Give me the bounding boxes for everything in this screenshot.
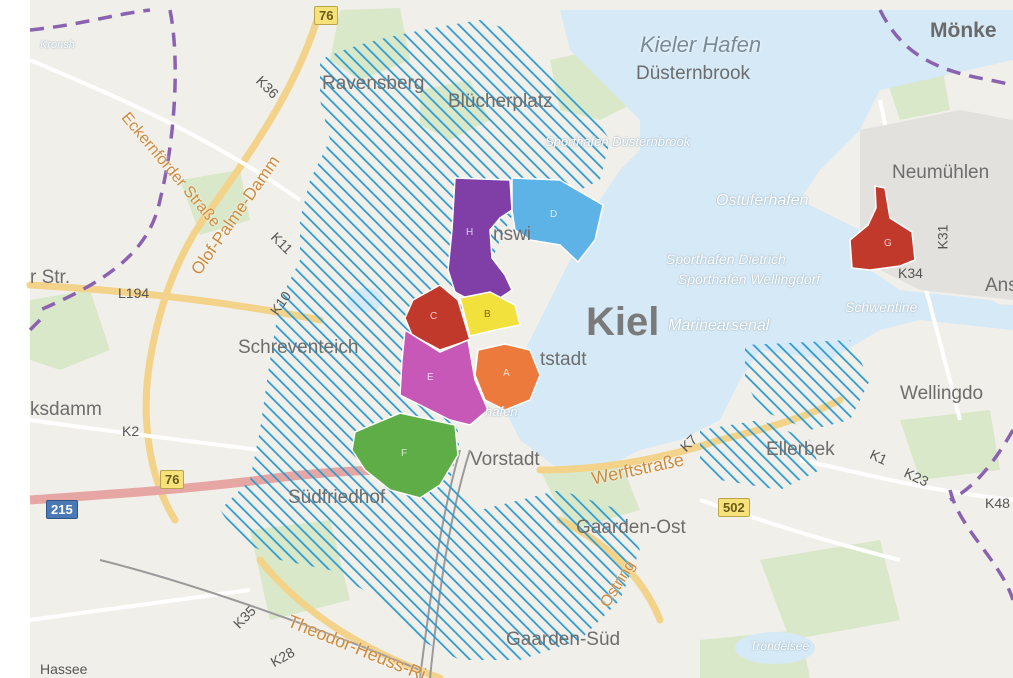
label-kieler-hafen: Kieler Hafen xyxy=(640,32,762,57)
district-d-label: D xyxy=(550,209,558,220)
label-str: r Str. xyxy=(30,267,71,288)
route-shield-76-top: 76 xyxy=(314,6,339,25)
district-c-label: C xyxy=(430,311,438,322)
district-h-polygon xyxy=(447,177,513,301)
label-suedfriedhof: Südfriedhof xyxy=(288,487,386,508)
district-f-label: F xyxy=(401,448,408,459)
label-gaarden-ost: Gaarden-Ost xyxy=(576,517,686,538)
label-hassee: Hassee xyxy=(40,661,88,677)
label-neumuehlen: Neumühlen xyxy=(892,162,990,183)
label-sporthafen-duesternbrook: Sporthafen Düsternbrook xyxy=(545,134,691,149)
district-b-label: B xyxy=(484,309,491,320)
label-ravensberg: Ravensberg xyxy=(322,73,425,94)
troendelsee-lake xyxy=(735,632,815,664)
label-sdamm: ksdamm xyxy=(30,399,102,420)
district-d-polygon xyxy=(511,177,604,264)
district-g-label: G xyxy=(884,238,892,249)
route-shield-502: 502 xyxy=(718,498,750,517)
label-bluecherplatz: Blücherplatz xyxy=(448,91,553,112)
schwentine-river xyxy=(898,293,1013,319)
map-margin xyxy=(0,0,30,678)
label-kiel: Kiel xyxy=(586,300,660,344)
label-brunswik: nswi xyxy=(493,224,532,245)
label-sporthafen-dietrichsdorf: Sporthafen Dietrich xyxy=(666,251,786,267)
kieler-hafen-water xyxy=(500,10,1013,470)
district-f-polygon xyxy=(351,412,459,499)
road-label-l194: L194 xyxy=(118,285,150,301)
label-schwentine: Schwentine xyxy=(845,299,918,315)
label-troendelsee: Tröndelsee xyxy=(750,639,810,653)
label-moenkeberg: Mönke xyxy=(930,19,997,42)
label-altstadt: tstadt xyxy=(540,349,587,370)
route-shield-215: 215 xyxy=(46,500,78,519)
label-ans: Ans xyxy=(985,275,1013,296)
district-a-label: A xyxy=(503,368,510,379)
district-h-label: H xyxy=(466,227,474,238)
district-e-label: E xyxy=(427,372,434,383)
admin-boundaries xyxy=(28,8,1013,601)
label-ostuferhafen: Ostuferhafen xyxy=(716,192,809,209)
label-kronshagen: Kronsh xyxy=(40,39,75,51)
label-ellerbek: Ellerbek xyxy=(766,439,835,460)
district-e-polygon xyxy=(399,328,489,426)
route-shield-76-left: 76 xyxy=(160,470,185,489)
road-label-k48: K48 xyxy=(985,495,1010,511)
road-label-k2: K2 xyxy=(122,423,140,439)
label-sporthafen-wellingdorf: Sporthafen Wellingdorf xyxy=(678,271,821,287)
label-vorstadt: Vorstadt xyxy=(470,449,540,470)
label-wellingdorf: Wellingdo xyxy=(900,383,984,404)
label-marinearsenal: Marinearsenal xyxy=(668,317,770,334)
label-duesternbrook: Düsternbrook xyxy=(636,63,751,84)
label-schreventeich: Schreventeich xyxy=(238,337,359,358)
district-b-polygon xyxy=(459,291,521,337)
road-label-k34: K34 xyxy=(898,265,923,281)
label-hafen: hafen xyxy=(485,404,518,419)
district-g-polygon xyxy=(849,185,916,271)
label-gaarden-sued: Gaarden-Süd xyxy=(506,629,621,650)
district-a-polygon xyxy=(474,343,541,411)
road-label-k31: K31 xyxy=(934,224,951,250)
